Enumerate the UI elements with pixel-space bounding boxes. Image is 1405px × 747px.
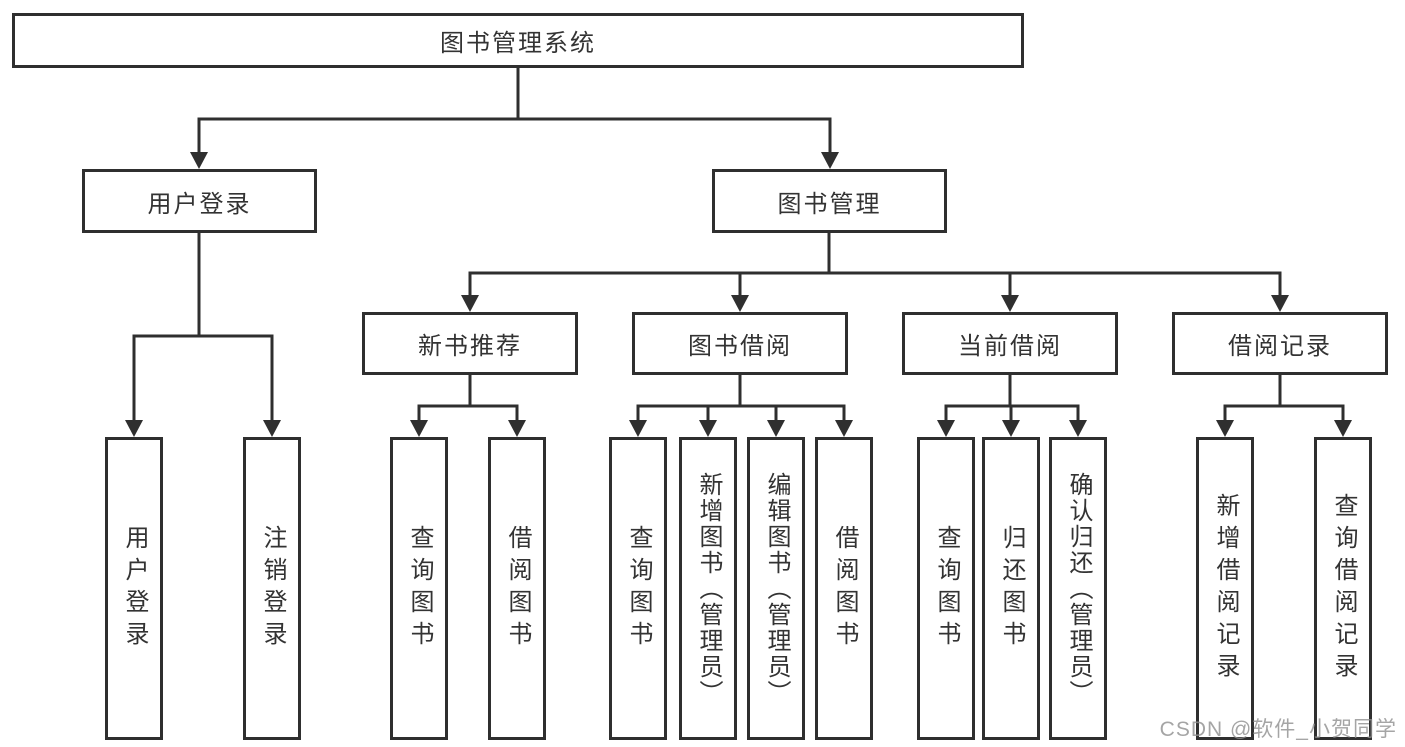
node-book-management: 图书管理 (712, 169, 947, 233)
leaf-return-book: 归还图书 (982, 437, 1040, 740)
leaf-query-books-borrow: 查询图书 (609, 437, 667, 740)
leaf-borrow-books-label: 借阅图书 (831, 524, 858, 653)
leaf-add-borrow-record-label: 新增借阅记录 (1212, 492, 1239, 685)
node-new-book-recommend: 新书推荐 (362, 312, 578, 375)
node-borrow-records: 借阅记录 (1172, 312, 1388, 375)
node-user-login-label: 用户登录 (147, 190, 252, 218)
leaf-borrow-books-recommend: 借阅图书 (488, 437, 546, 740)
leaf-query-books-recommend: 查询图书 (390, 437, 448, 740)
node-book-borrow-label: 图书借阅 (688, 333, 792, 360)
arrowhead-icons (125, 152, 1352, 437)
leaf-edit-book-admin: 编辑图书（管理员） (747, 437, 805, 740)
leaf-query-books-current-label: 查询图书 (933, 524, 960, 653)
leaf-logout: 注销登录 (243, 437, 301, 740)
leaf-confirm-return-admin: 确认归还（管理员） (1049, 437, 1107, 740)
node-current-borrow-label: 当前借阅 (958, 333, 1062, 360)
leaf-logout-label: 注销登录 (259, 524, 286, 653)
leaf-user-login: 用户登录 (105, 437, 163, 740)
leaf-add-borrow-record: 新增借阅记录 (1196, 437, 1254, 740)
node-user-login: 用户登录 (82, 169, 317, 233)
leaf-add-book-admin-label: 新增图书（管理员） (695, 471, 722, 706)
leaf-return-book-label: 归还图书 (998, 524, 1025, 653)
leaf-query-borrow-record-label: 查询借阅记录 (1330, 492, 1357, 685)
node-current-borrow: 当前借阅 (902, 312, 1118, 375)
leaf-query-books-current: 查询图书 (917, 437, 975, 740)
node-new-book-recommend-label: 新书推荐 (418, 333, 522, 360)
leaf-user-login-label: 用户登录 (121, 524, 148, 653)
leaf-add-book-admin: 新增图书（管理员） (679, 437, 737, 740)
leaf-query-books-recommend-label: 查询图书 (406, 524, 433, 653)
node-borrow-records-label: 借阅记录 (1228, 333, 1332, 360)
leaf-query-books-borrow-label: 查询图书 (625, 524, 652, 653)
leaf-confirm-return-admin-label: 确认归还（管理员） (1065, 471, 1092, 706)
leaf-borrow-books-recommend-label: 借阅图书 (504, 524, 531, 653)
watermark: CSDN @软件_小贺同学 (1159, 718, 1397, 741)
node-book-management-label: 图书管理 (777, 190, 882, 218)
leaf-query-borrow-record: 查询借阅记录 (1314, 437, 1372, 740)
node-root: 图书管理系统 (12, 13, 1024, 68)
node-book-borrow: 图书借阅 (632, 312, 848, 375)
leaf-borrow-books: 借阅图书 (815, 437, 873, 740)
leaf-edit-book-admin-label: 编辑图书（管理员） (763, 471, 790, 706)
node-root-label: 图书管理系统 (440, 30, 596, 57)
